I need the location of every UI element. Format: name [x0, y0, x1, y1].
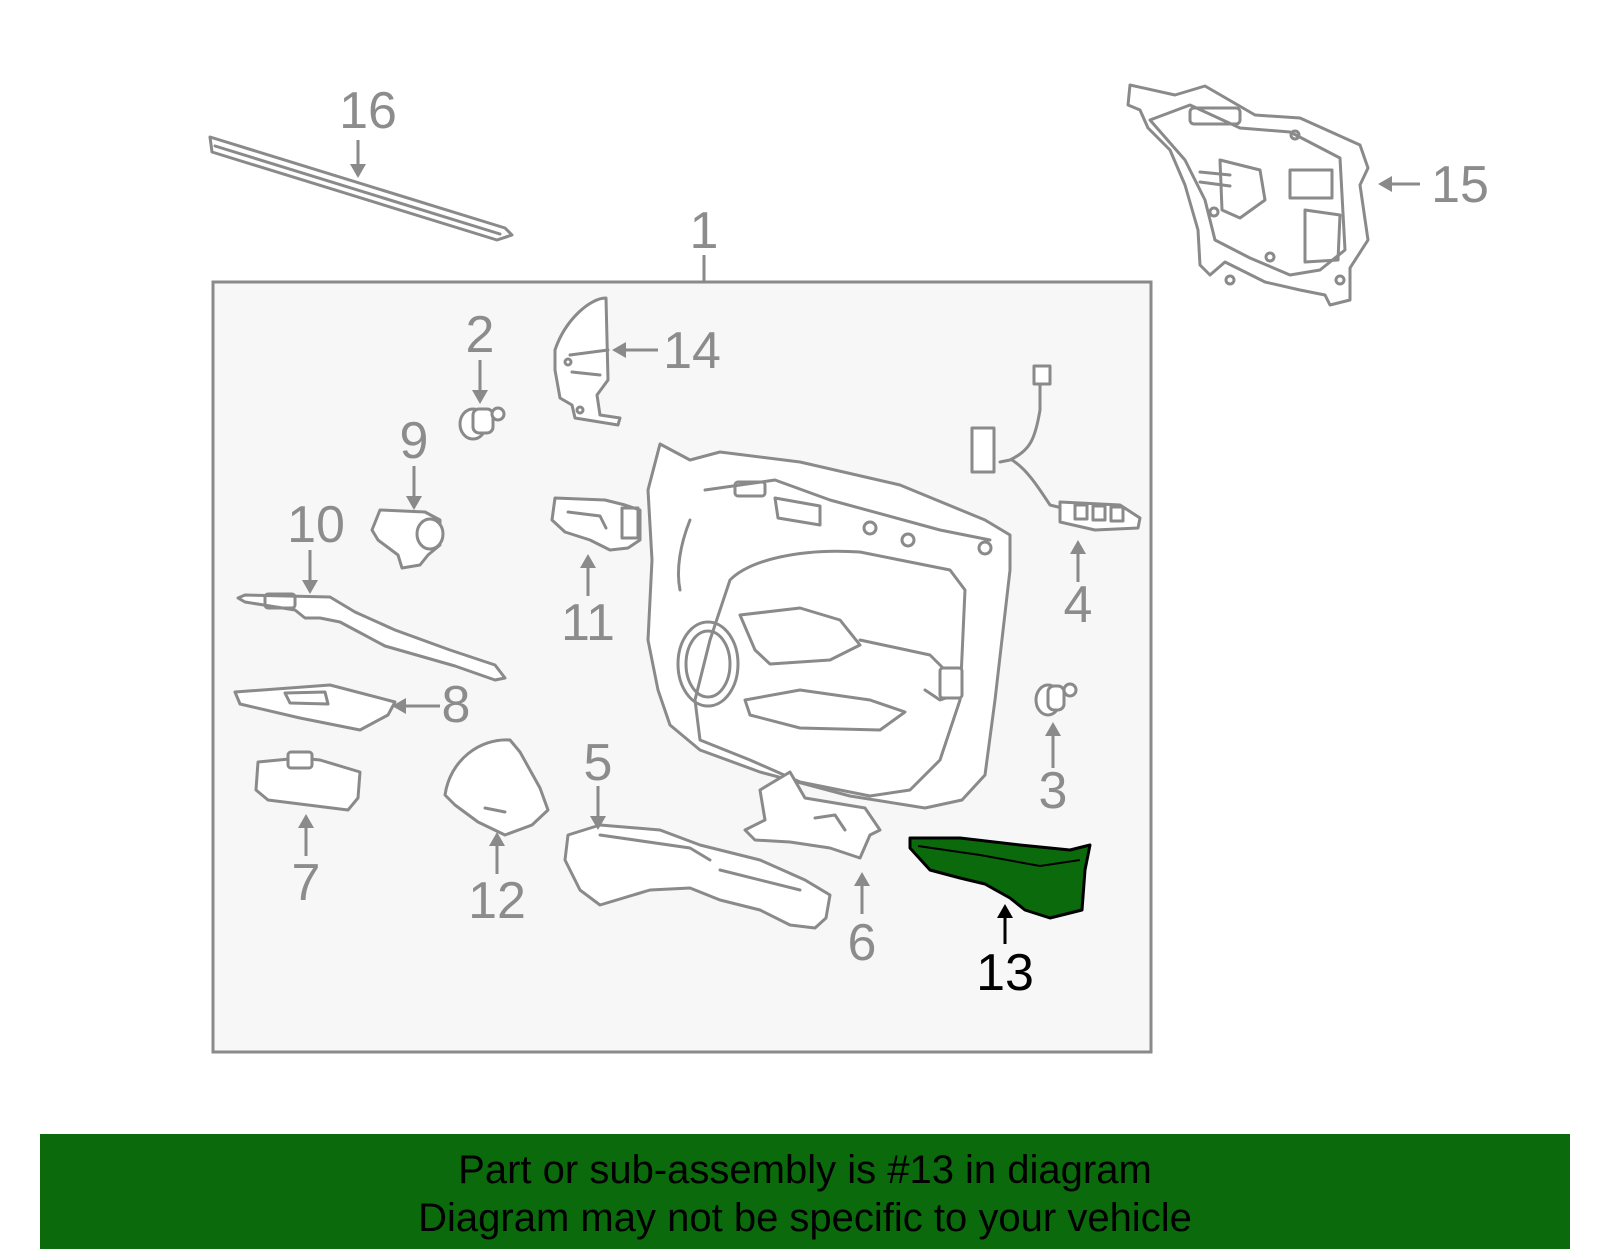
- part-11-inside-handle[interactable]: [550, 496, 642, 552]
- part-5-armrest-base[interactable]: [563, 823, 832, 930]
- part-14-bracket[interactable]: [553, 296, 622, 427]
- callout-16: 16: [339, 82, 397, 140]
- door-trim-panel: [646, 442, 1012, 810]
- part-3-grommet[interactable]: [1034, 682, 1078, 717]
- callout-4: 4: [1064, 576, 1093, 634]
- callout-13: 13: [976, 944, 1034, 1002]
- part-16-weatherstrip[interactable]: [208, 135, 514, 242]
- banner-line-part: Part or sub-assembly is #13 in diagram: [458, 1148, 1152, 1192]
- callout-14: 14: [663, 322, 721, 380]
- part-6-reinforcement[interactable]: [743, 770, 882, 860]
- callout-2: 2: [466, 306, 495, 364]
- callout-8: 8: [442, 676, 471, 734]
- part-13-map-pocket[interactable]: [908, 836, 1092, 920]
- callout-3: 3: [1039, 762, 1068, 820]
- info-banner: Part or sub-assembly is #13 in diagram D…: [40, 1134, 1570, 1249]
- callout-7: 7: [292, 854, 321, 912]
- callout-5: 5: [584, 734, 613, 792]
- callout-11: 11: [561, 594, 615, 652]
- part-2-clip[interactable]: [458, 406, 506, 441]
- callout-10: 10: [287, 496, 345, 554]
- callout-6: 6: [848, 914, 877, 972]
- banner-line-disclaimer: Diagram may not be specific to your vehi…: [418, 1196, 1192, 1240]
- callout-15: 15: [1431, 156, 1489, 214]
- callout-12: 12: [468, 872, 526, 930]
- callout-1: 1: [690, 202, 719, 260]
- part-12-cover[interactable]: [443, 738, 550, 837]
- part-4-wire-harness[interactable]: [970, 364, 1142, 532]
- part-9-switch[interactable]: [370, 508, 445, 570]
- part-8-switch-bezel[interactable]: [233, 683, 397, 732]
- part-10-armrest-trim[interactable]: [236, 592, 507, 682]
- part-7-switch[interactable]: [254, 750, 362, 812]
- part-15-carrier-panel[interactable]: [1126, 83, 1370, 307]
- callout-9: 9: [400, 412, 429, 470]
